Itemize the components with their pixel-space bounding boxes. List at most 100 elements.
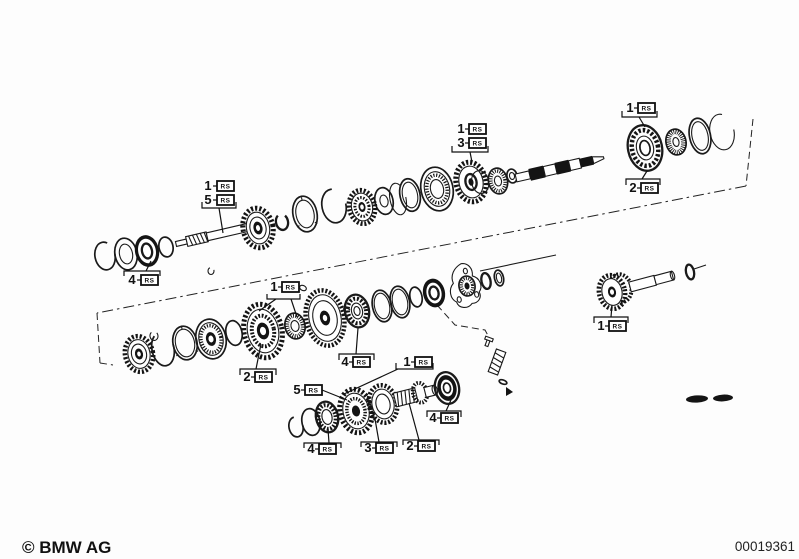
callout-number: 4 bbox=[341, 354, 349, 369]
rs-box[interactable] bbox=[375, 442, 394, 454]
callout-number: 4 bbox=[128, 272, 136, 287]
rs-box[interactable] bbox=[216, 194, 235, 206]
callout-4-rs-front-bearing[interactable]: 4 RS bbox=[123, 260, 161, 287]
clip-tiny bbox=[149, 330, 159, 342]
callout-3-rs-upper-mid[interactable]: 3 RS bbox=[457, 135, 487, 150]
rs-box[interactable] bbox=[281, 281, 300, 293]
callout-1-rs-rear-bearing[interactable]: 1 RS bbox=[621, 100, 658, 128]
callout-number: 1 bbox=[204, 178, 211, 193]
mainshaft bbox=[514, 155, 605, 183]
callout-4-rs-counter-bearing-left[interactable]: 4 RS bbox=[303, 428, 342, 456]
rs-box[interactable] bbox=[440, 412, 459, 424]
ring-lipped bbox=[398, 177, 422, 213]
rs-box-label: RS bbox=[220, 184, 230, 191]
callout-number: 1 bbox=[597, 318, 604, 333]
idler-washer bbox=[684, 263, 696, 281]
gear-first bbox=[303, 288, 347, 348]
rs-box-label: RS bbox=[379, 446, 389, 453]
ring-open-rear bbox=[709, 113, 735, 151]
rs-box[interactable] bbox=[608, 320, 627, 332]
bearing-bottom-right bbox=[433, 371, 461, 405]
rs-box[interactable] bbox=[352, 356, 371, 368]
callout-number: 1 bbox=[457, 121, 464, 136]
ring-bottom bbox=[300, 407, 322, 437]
callout-number: 2 bbox=[243, 369, 250, 384]
gear-small-upper bbox=[346, 187, 378, 227]
rs-box[interactable] bbox=[304, 384, 323, 396]
callout-number: 2 bbox=[629, 180, 636, 195]
rs-box-label: RS bbox=[322, 447, 332, 454]
rs-box-label: RS bbox=[444, 416, 454, 423]
callout-number: 2 bbox=[406, 438, 413, 453]
callout-5-rs-input[interactable]: 5 RS bbox=[204, 192, 235, 207]
callout-2-rs-second-gear[interactable]: 2 RS bbox=[239, 343, 277, 384]
output-flange bbox=[449, 263, 482, 308]
callout-1-rs-mid-gear[interactable]: 1 RS bbox=[258, 279, 301, 318]
rs-box-label: RS bbox=[144, 278, 154, 285]
rs-box-label: RS bbox=[220, 198, 230, 205]
ring-thin-mid bbox=[224, 319, 244, 347]
countershaft-splined-end bbox=[392, 380, 439, 408]
rs-box[interactable] bbox=[640, 182, 659, 194]
callout-1-rs-countershaft[interactable]: 1 RS bbox=[343, 354, 434, 395]
callout-number: 5 bbox=[293, 382, 300, 397]
ring-small-front bbox=[157, 236, 175, 258]
callout-number: 3 bbox=[364, 440, 371, 455]
callout-1-rs-input-top[interactable]: 1 RS bbox=[201, 178, 237, 234]
detent-pin-assembly bbox=[484, 335, 513, 396]
rs-box-label: RS bbox=[285, 285, 295, 292]
washer-flange-b bbox=[493, 269, 505, 287]
input-shaft bbox=[174, 222, 250, 248]
stray-marks bbox=[207, 266, 733, 403]
callout-3-rs-counter-gear[interactable]: 3 RS bbox=[360, 418, 398, 455]
ring-thin-open bbox=[388, 182, 408, 216]
washer-upper bbox=[373, 186, 395, 216]
callout-1-rs-idler[interactable]: 1 RS bbox=[593, 304, 629, 333]
drawing-number: 00019361 bbox=[735, 539, 795, 554]
rs-box[interactable] bbox=[216, 180, 235, 192]
tapered-roller-bearing-rear bbox=[626, 124, 664, 172]
rs-box[interactable] bbox=[468, 137, 487, 149]
rs-box-label: RS bbox=[421, 444, 431, 451]
rs-box-label: RS bbox=[418, 360, 428, 367]
callout-1-rs-upper-mid[interactable]: 1 RS bbox=[451, 121, 489, 163]
rs-box[interactable] bbox=[254, 371, 273, 383]
rs-box[interactable] bbox=[417, 440, 436, 452]
callout-number: 4 bbox=[307, 441, 315, 456]
rs-box[interactable] bbox=[140, 274, 159, 286]
rs-box-label: RS bbox=[612, 324, 622, 331]
callout-2-rs-counter-shaft[interactable]: 2 RS bbox=[402, 402, 440, 453]
input-shaft-gear bbox=[240, 205, 276, 251]
circlip-small bbox=[274, 212, 290, 232]
washer-flange-a bbox=[480, 271, 492, 291]
rs-box-label: RS bbox=[472, 127, 482, 134]
bearing-bottom-left bbox=[314, 400, 340, 434]
callout-5-rs-countershaft[interactable]: 5 RS bbox=[293, 382, 348, 401]
gear-second bbox=[241, 301, 285, 361]
rs-box[interactable] bbox=[414, 356, 433, 368]
callout-4-rs-counter-bearing-right[interactable]: 4 RS bbox=[426, 399, 462, 425]
rs-box-label: RS bbox=[258, 375, 268, 382]
ball-bearing-front bbox=[134, 235, 160, 267]
rs-box[interactable] bbox=[318, 443, 337, 455]
rs-box-label: RS bbox=[308, 388, 318, 395]
reverse-idler-shaft bbox=[628, 270, 676, 293]
callout-number: 1 bbox=[270, 279, 277, 294]
rs-box-label: RS bbox=[641, 106, 651, 113]
ring-mid-small bbox=[408, 286, 424, 308]
callout-number: 1 bbox=[626, 100, 633, 115]
countershaft-gear-large bbox=[337, 386, 375, 436]
construction-lines bbox=[96, 118, 754, 366]
callout-number: 3 bbox=[457, 135, 464, 150]
slotted-ring-large bbox=[291, 195, 319, 233]
callout-4-rs-mid-bearing[interactable]: 4 RS bbox=[338, 327, 375, 369]
callout-number: 5 bbox=[204, 192, 211, 207]
callout-2-rs-rear-bearing[interactable]: 2 RS bbox=[625, 170, 661, 195]
rs-box-label: RS bbox=[356, 360, 366, 367]
rs-box-label: RS bbox=[644, 186, 654, 193]
rs-box[interactable] bbox=[468, 123, 487, 135]
rs-box[interactable] bbox=[637, 102, 656, 114]
